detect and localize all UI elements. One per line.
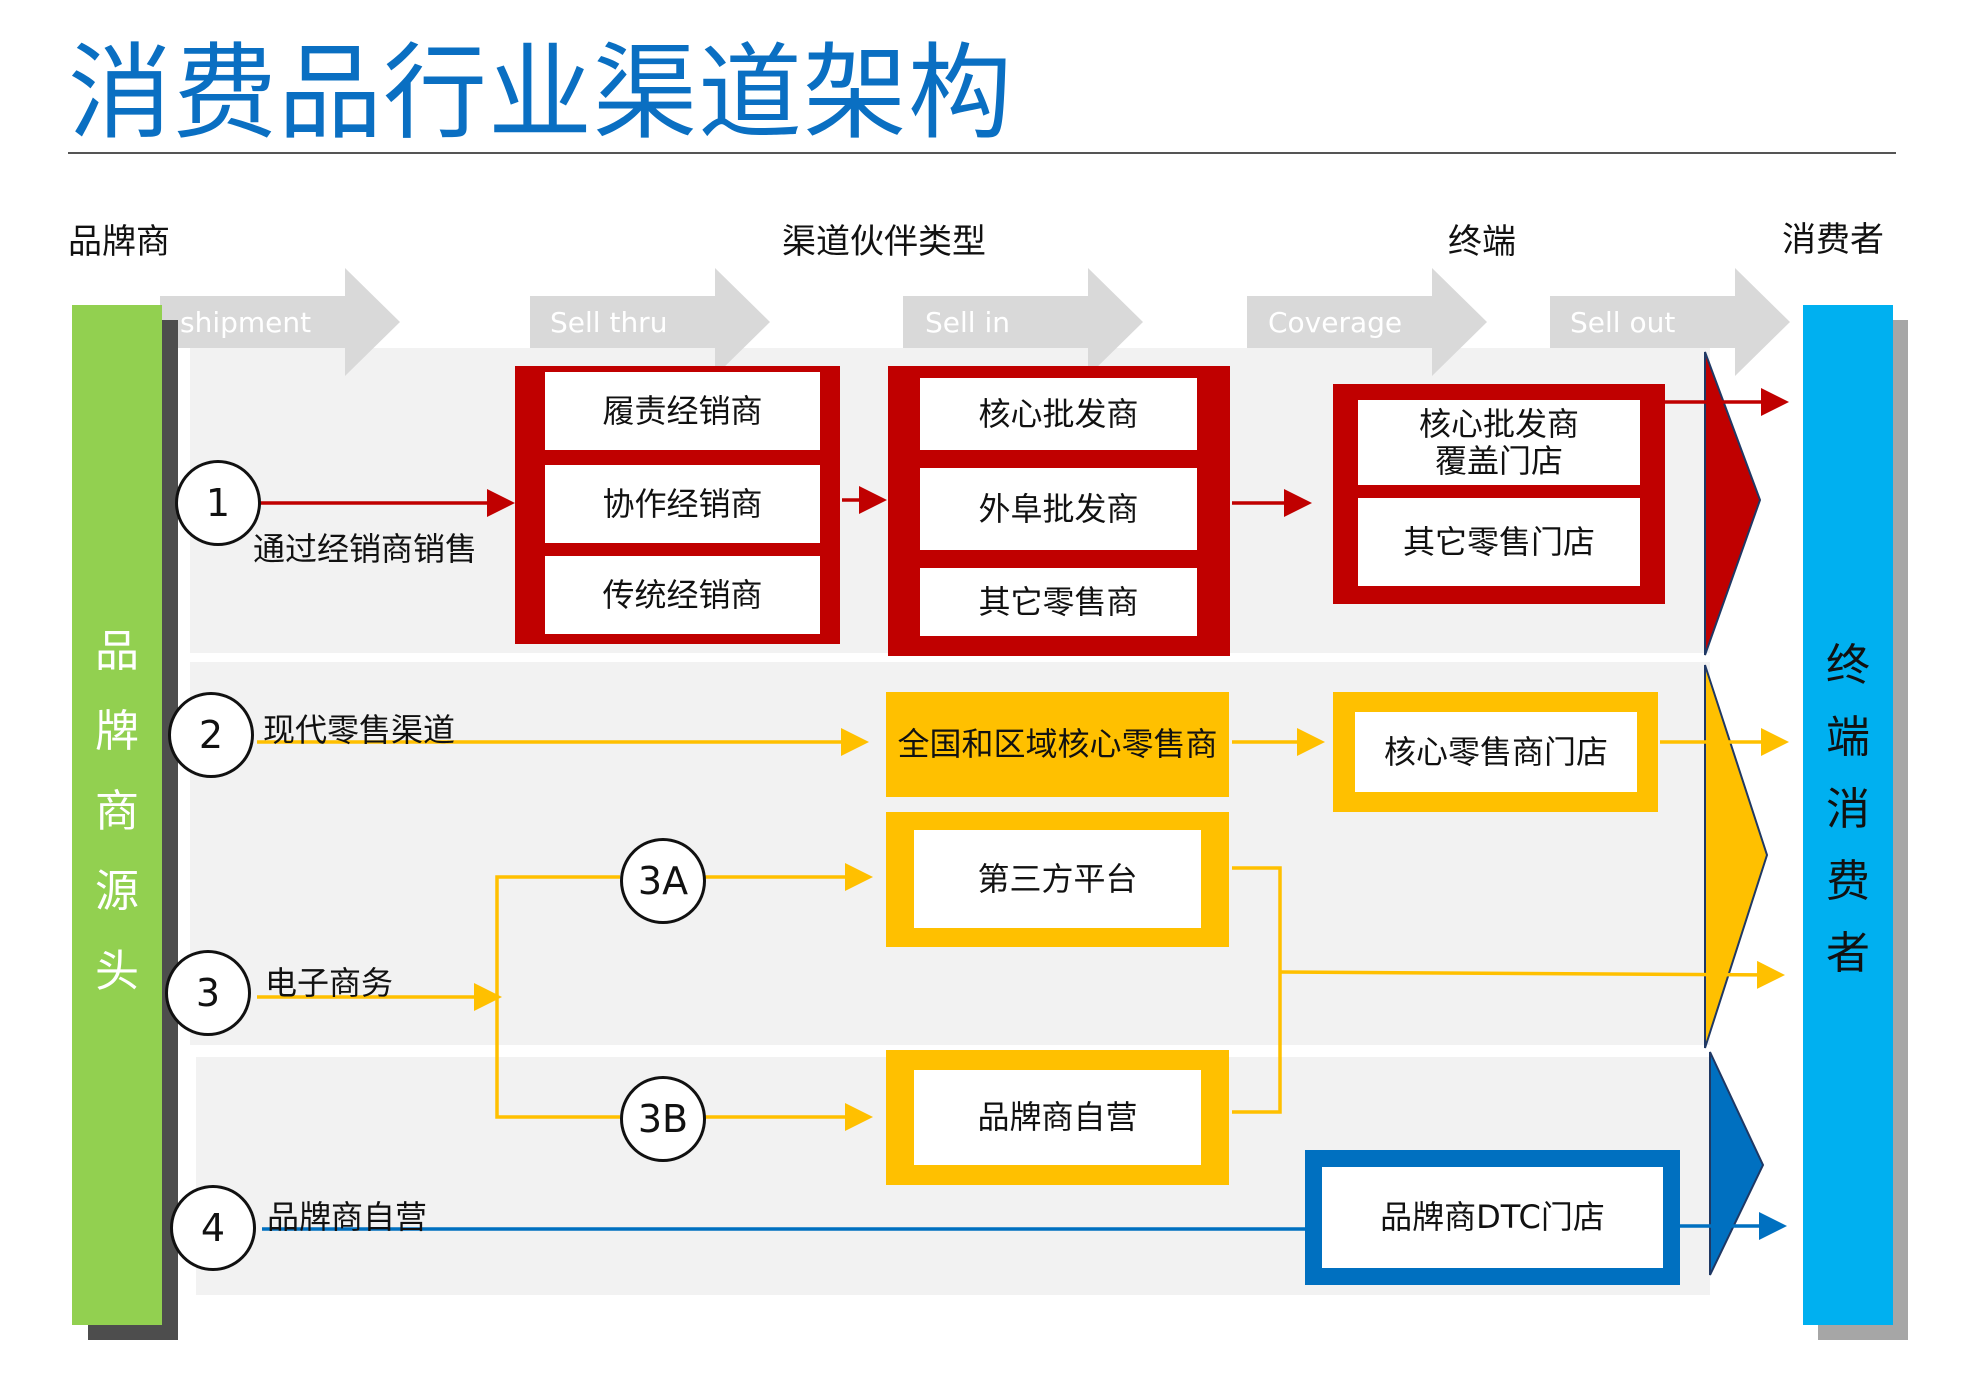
flow-step-label: Sell thru [550,306,668,339]
channel-number-3a: 3A [620,838,706,924]
left-bar [72,305,162,1325]
terminal-box: 核心批发商 覆盖门店 [1358,400,1640,485]
flow-step-label: Sell in [925,306,1010,339]
header-channel-partner: 渠道伙伴类型 [782,222,986,262]
page-title: 消费品行业渠道架构 [68,32,1014,154]
title-divider [68,152,1896,154]
wholesaler-box: 其它零售商 [920,568,1197,636]
ch3-arrow-out [1279,960,1785,989]
right-bar [1803,305,1893,1325]
channel-number-4: 4 [170,1185,256,1271]
ch3-split [495,875,620,1119]
flow-arrow-sell-in [903,268,1143,376]
chevron-blue [1709,1051,1765,1276]
chevron-yellow [1704,664,1769,1049]
header-consumer: 消费者 [1782,220,1884,260]
self-run-store-box: 品牌商自营 [914,1070,1201,1165]
core-retailer-box: 全国和区域核心零售商 [897,724,1218,763]
left-bar-text: 品牌商源头 [95,626,139,997]
header-terminal: 终端 [1448,222,1516,262]
third-party-platform-box: 第三方平台 [914,830,1201,928]
distributor-box: 传统经销商 [545,556,820,634]
channel-label-2: 现代零售渠道 [263,711,456,749]
wholesaler-box: 外阜批发商 [920,468,1197,550]
flow-step-label: Sell out [1570,306,1676,339]
chevron-red [1704,351,1762,656]
left-bar-label: 品牌商源头 [72,612,162,1012]
distributor-box: 履责经销商 [545,372,820,450]
flow-arrow-coverage [1247,268,1487,376]
distributor-box: 协作经销商 [545,465,820,543]
channel-label-1: 通过经销商销售 [253,530,478,568]
terminal-box: 其它零售门店 [1358,498,1640,586]
frame-core-retailer [886,692,1229,797]
channel-label-3: 电子商务 [265,964,394,1002]
dtc-store-box: 品牌商DTC门店 [1322,1167,1663,1268]
channel-number-1: 1 [175,460,261,546]
channel-number-3b: 3B [620,1076,706,1162]
wholesaler-box: 核心批发商 [920,378,1197,450]
flow-step-label: Coverage [1268,306,1403,339]
right-bar-text: 终端消费者 [1826,640,1870,979]
channel-number-3: 3 [165,950,251,1036]
core-retail-store-box: 核心零售商门店 [1355,712,1637,792]
header-brand: 品牌商 [68,222,170,262]
flow-arrow-sell-thru [530,268,770,376]
channel-number-2: 2 [168,692,254,778]
right-bar-label: 终端消费者 [1803,630,1893,990]
channel-label-4: 品牌商自营 [267,1198,428,1236]
flow-arrow-sell-out [1550,268,1790,376]
flow-step-label: shipment [180,306,312,339]
ch3-merge [1232,866,1282,1114]
flow-arrow-shipment [160,268,400,376]
